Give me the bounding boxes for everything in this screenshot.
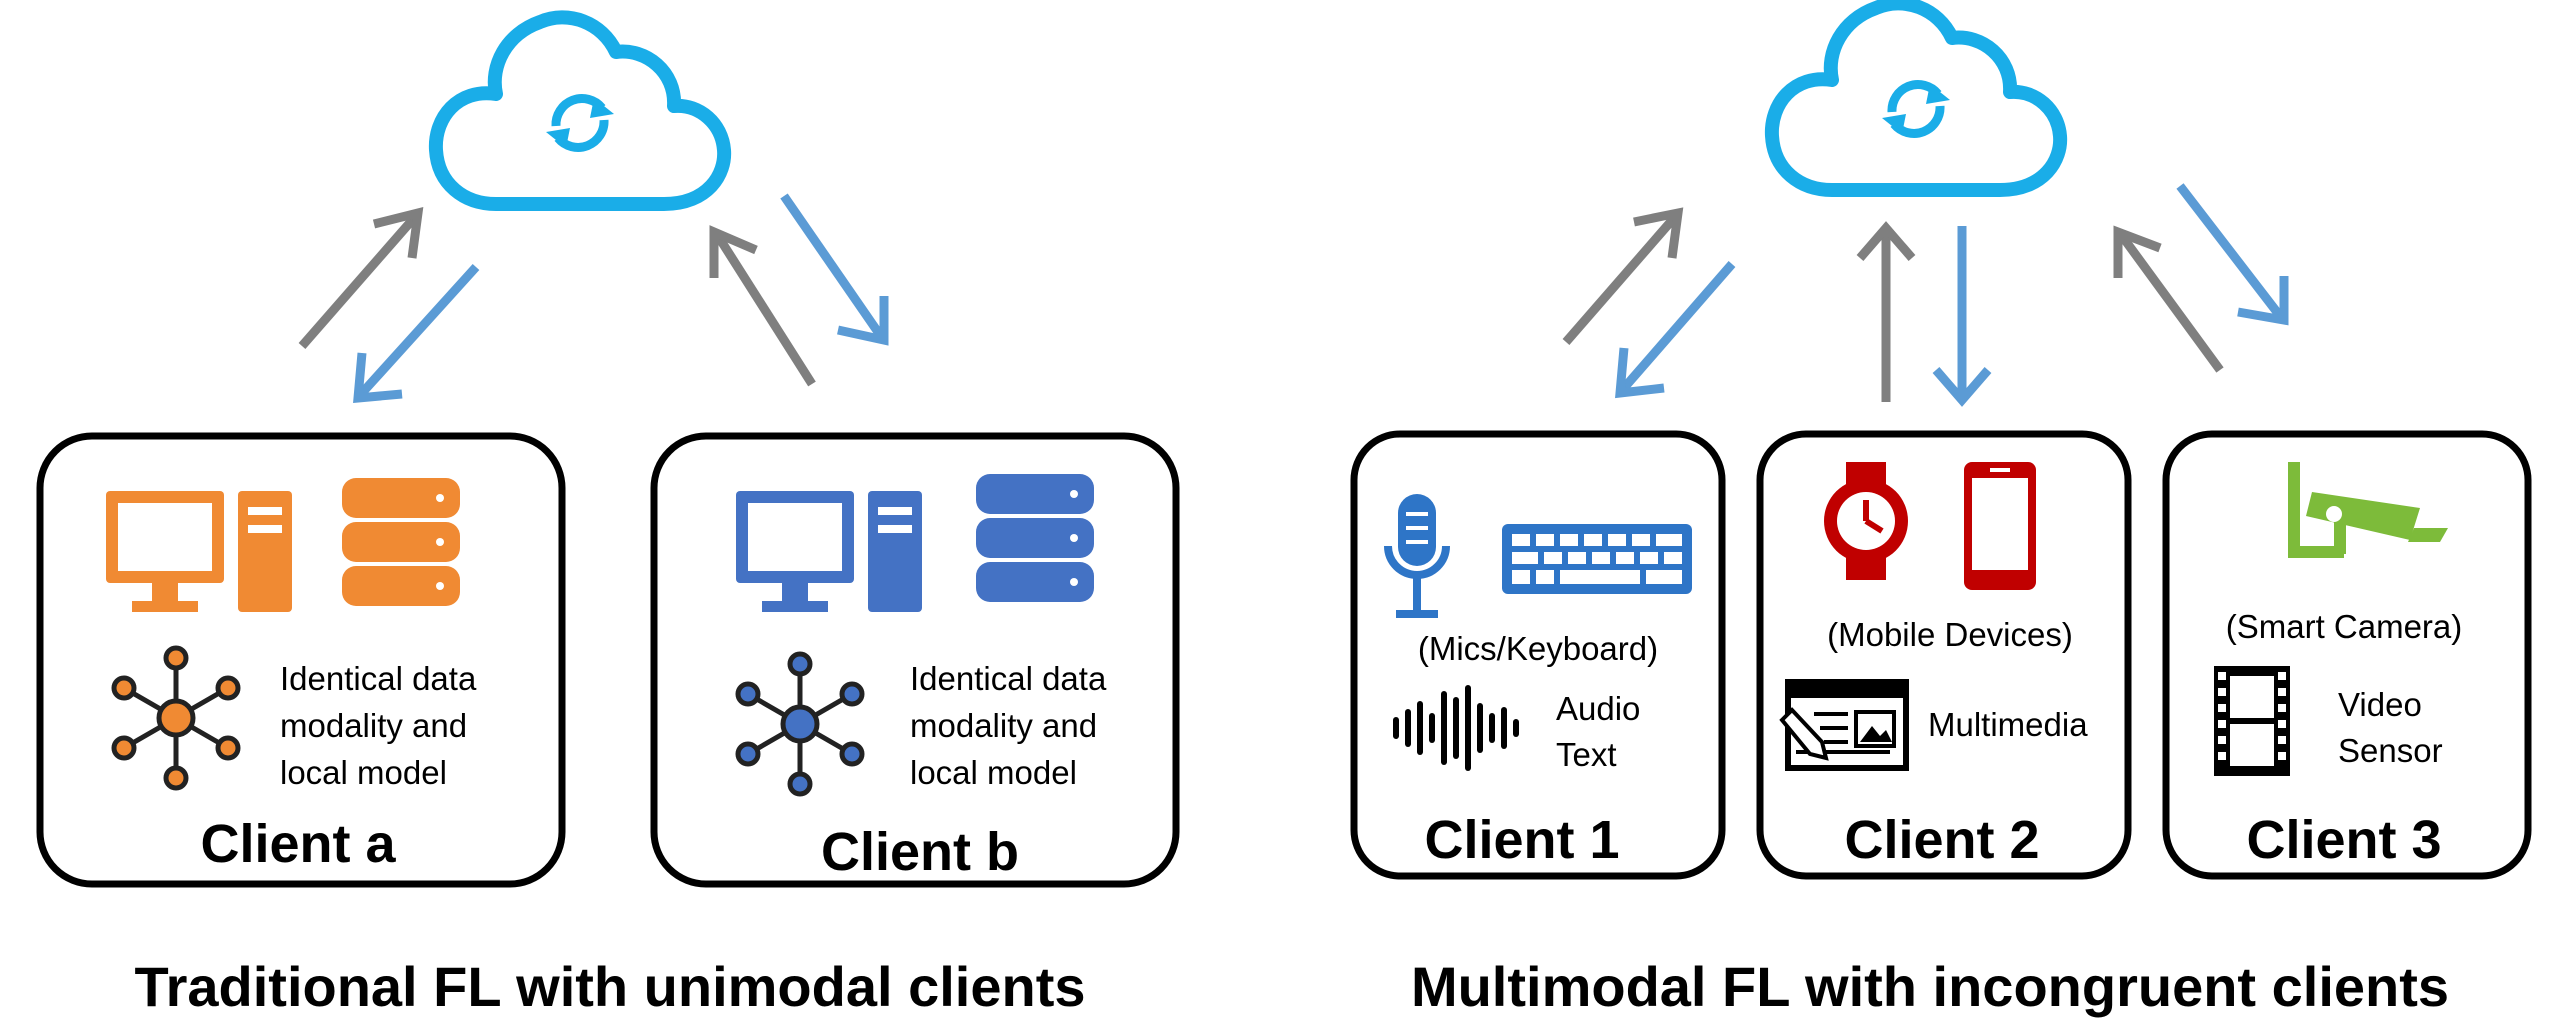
modality-label: Text [1556,736,1617,773]
client-description-line: local model [910,754,1077,791]
traditional-fl-panel: Identical data modality and local model … [36,17,1180,1018]
modality-label: Video [2338,686,2422,723]
modality-label: Sensor [2338,732,2443,769]
modality-label: Multimedia [1928,706,2088,743]
client-title: Client 3 [2246,810,2441,870]
upload-arrow [298,207,424,349]
download-arrow [1615,261,1736,399]
download-arrow [780,193,889,346]
database-icon [976,474,1094,602]
upload-arrow [2113,225,2224,373]
smartphone-icon [1964,462,2036,590]
cloud-sync-icon [1772,3,2060,190]
upload-arrow [1562,207,1684,345]
upload-arrow [1856,221,1916,402]
database-icon [342,478,460,606]
download-arrow [353,263,480,403]
client-box: Identical data modality and local model … [36,432,566,888]
client-description-line: local model [280,754,447,791]
client-box: (Mobile Devices) Multimedia Client 2 [1756,430,2132,880]
client-title: Client a [200,814,396,874]
client-description-line: modality and [910,707,1097,744]
device-label: (Smart Camera) [2226,608,2463,645]
multimodal-fl-arrows [1562,183,2289,407]
panel-caption: Traditional FL with unimodal clients [134,955,1085,1018]
multimodal-fl-panel: (Mics/Keyboard) Audio Text Client 1 [1350,3,2532,1018]
download-arrow [2176,183,2289,326]
client-description-line: Identical data [910,660,1107,697]
client-title: Client 2 [1844,810,2039,870]
client-title: Client 1 [1424,810,1619,870]
film-strip-icon [2214,666,2290,776]
client-box: (Smart Camera) Video Sensor Client 3 [2162,430,2532,880]
cloud-sync-icon [436,17,724,204]
upload-arrow [709,225,816,387]
microphone-icon [1384,494,1450,618]
client-box: Identical data modality and local model … [650,432,1180,888]
modality-label: Audio [1556,690,1640,727]
smartwatch-icon [1824,462,1908,580]
security-camera-icon [2288,462,2448,558]
multimedia-document-icon [1779,679,1909,771]
client-description-line: Identical data [280,660,477,697]
client-title: Client b [821,822,1019,882]
client-box: (Mics/Keyboard) Audio Text Client 1 [1350,430,1726,880]
device-label: (Mics/Keyboard) [1418,630,1658,667]
device-label: (Mobile Devices) [1827,616,2073,653]
download-arrow [1932,226,1992,407]
traditional-fl-arrows [298,193,889,403]
audio-waveform-icon [1393,685,1519,771]
client-description-line: modality and [280,707,467,744]
keyboard-icon [1502,524,1692,594]
panel-caption: Multimodal FL with incongruent clients [1411,955,2449,1018]
